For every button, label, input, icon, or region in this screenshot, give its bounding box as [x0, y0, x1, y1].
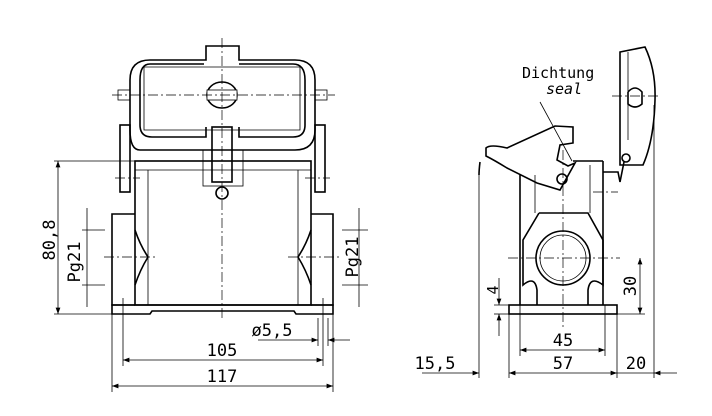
locking-lever	[485, 125, 577, 191]
dim-hole-spacing-label: 105	[207, 341, 238, 361]
dim-hole-diameter-label: ø5,5	[252, 321, 293, 341]
dim-thread-right-label: Pg21	[343, 237, 363, 278]
dim-right-offset-label: 20	[626, 354, 646, 374]
annotation-seal: seal	[546, 80, 582, 98]
cover-open	[603, 46, 656, 183]
seal-leader-line	[539, 101, 573, 162]
dim-overall-width-label: 117	[207, 367, 238, 387]
side-view: Dichtung seal 4 30 45 15,5 57 20	[415, 46, 677, 378]
locking-handle	[117, 45, 328, 200]
annotation-dichtung: Dichtung	[522, 64, 594, 82]
dim-plate-width-label: 57	[553, 354, 573, 374]
housing-body	[111, 160, 334, 315]
dim-inner-spacing-label: 45	[553, 331, 573, 351]
dim-left-offset-label: 15,5	[415, 354, 456, 374]
dim-plate-thickness-label: 4	[484, 285, 502, 294]
dim-axis-height-label: 30	[621, 276, 641, 296]
dim-thread-left-label: Pg21	[65, 242, 85, 283]
lever-right	[314, 124, 326, 193]
dim-height-label: 80,8	[40, 220, 60, 261]
lever-left	[119, 124, 131, 193]
front-view: 80,8 Pg21 Pg21 ø5,5 105 117	[40, 38, 368, 392]
